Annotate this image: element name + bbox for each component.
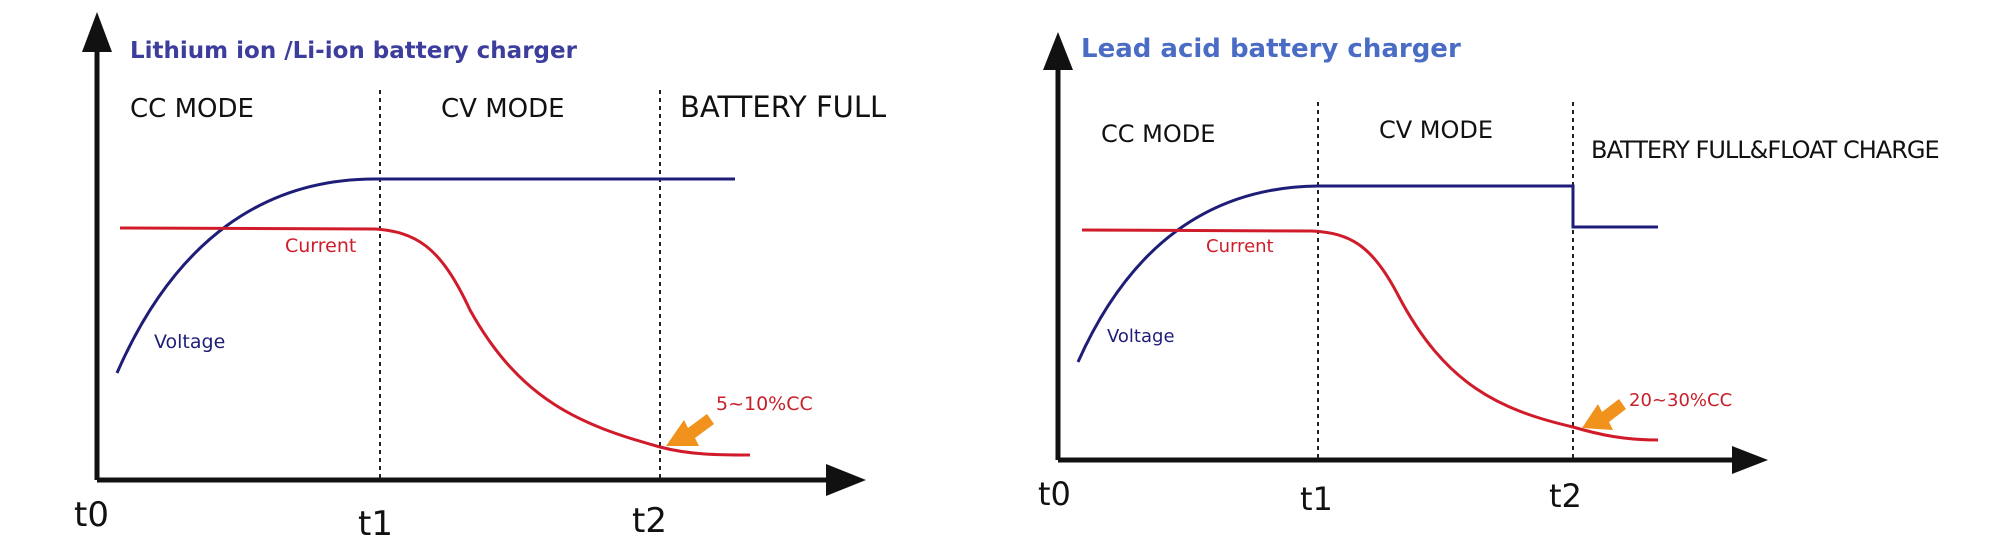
- annotation-label: 20~30%CC: [1629, 390, 1732, 411]
- mode-label-cv: CV MODE: [1379, 116, 1493, 144]
- tick-t0: t0: [1038, 475, 1071, 513]
- panel-li-ion: Lithium ion /Li-ion battery charger CC M…: [74, 12, 886, 544]
- mode-label-full: BATTERY FULL: [680, 90, 886, 124]
- mode-label-full: BATTERY FULL&FLOAT CHARGE: [1591, 136, 1939, 164]
- tick-t1: t1: [358, 504, 393, 544]
- voltage-label: Voltage: [154, 331, 225, 353]
- mode-label-cc: CC MODE: [130, 94, 254, 124]
- voltage-label: Voltage: [1107, 326, 1175, 347]
- pointer-arrow-icon: [666, 414, 714, 446]
- current-curve: [1081, 228, 1659, 442]
- tick-t1: t1: [1300, 480, 1333, 518]
- tick-t2: t2: [632, 501, 667, 541]
- x-axis-arrow-icon: [1732, 446, 1768, 474]
- voltage-curve: [1076, 184, 1658, 363]
- tick-t0: t0: [74, 495, 109, 535]
- mode-label-cc: CC MODE: [1101, 120, 1215, 148]
- panel-title: Lead acid battery charger: [1081, 34, 1461, 64]
- y-axis-arrow-icon: [82, 12, 112, 52]
- voltage-curve: [115, 177, 735, 374]
- current-label: Current: [1206, 236, 1274, 257]
- mode-label-cv: CV MODE: [441, 94, 565, 124]
- tick-t2: t2: [1549, 477, 1582, 515]
- y-axis-arrow-icon: [1043, 32, 1073, 70]
- pointer-arrow-icon: [1582, 399, 1626, 430]
- current-label: Current: [285, 235, 356, 257]
- panel-title: Lithium ion /Li-ion battery charger: [130, 38, 578, 64]
- panel-lead-acid: Lead acid battery charger CC MODE CV MOD…: [1038, 32, 1940, 518]
- x-axis-arrow-icon: [826, 464, 866, 496]
- annotation-label: 5~10%CC: [716, 393, 813, 415]
- current-curve: [119, 226, 751, 457]
